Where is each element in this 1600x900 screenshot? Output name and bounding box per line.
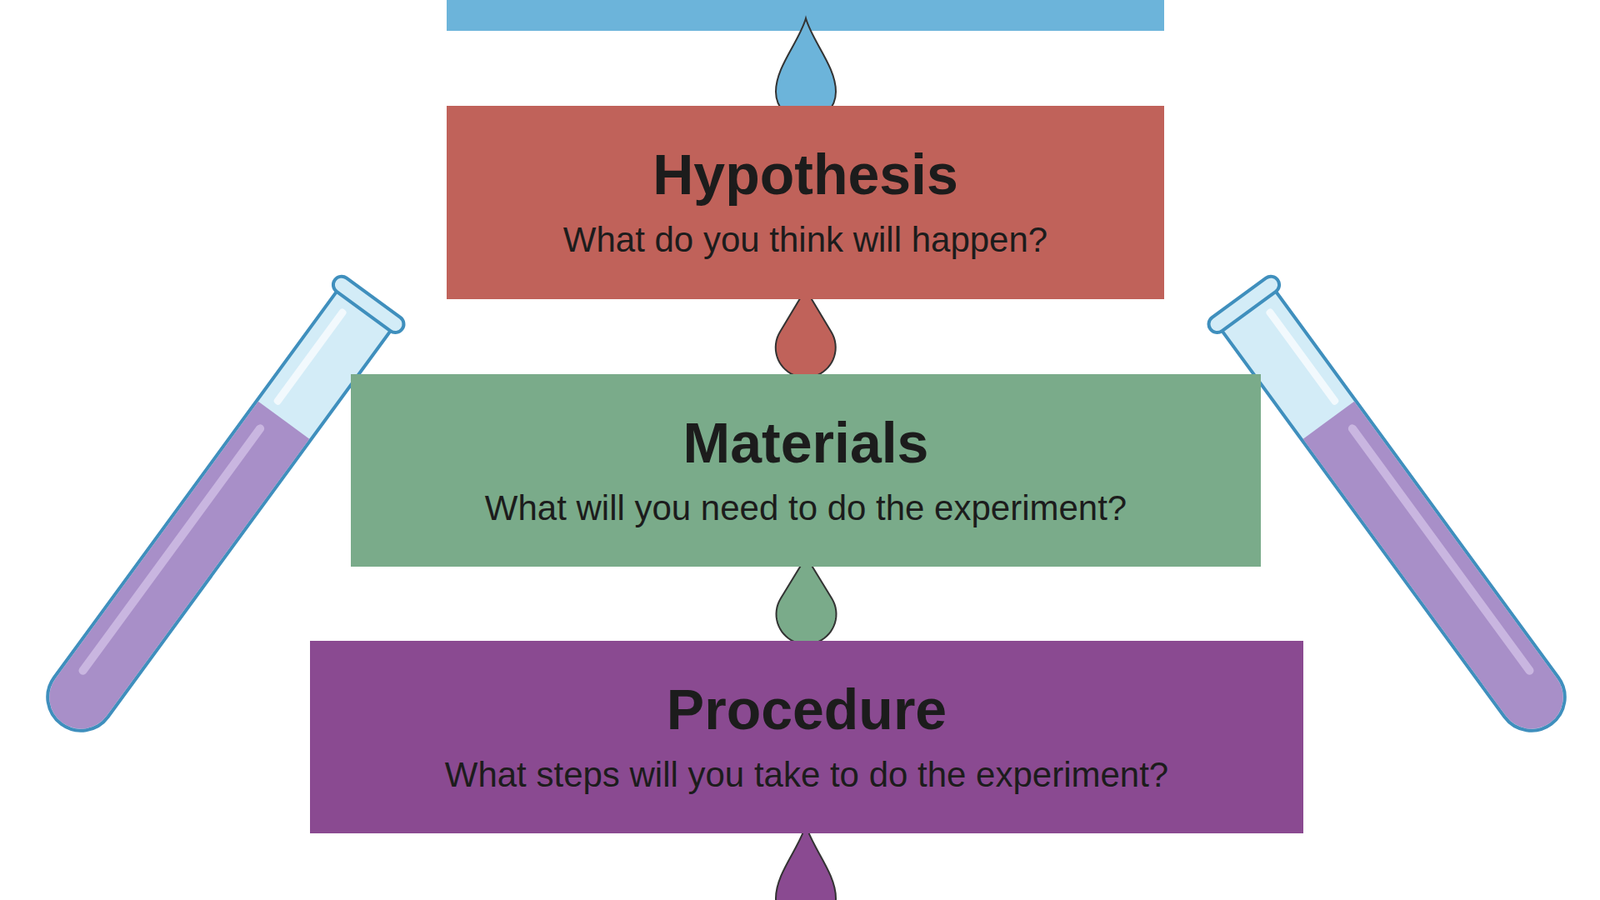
box-question: What steps will you take to do the exper… [445,754,1169,796]
box-heading: Hypothesis [652,143,959,206]
drop-connector [775,289,836,378]
box-heading: Materials [683,411,930,475]
hypothesis-box: HypothesisWhat do you think will happen? [446,105,1165,300]
materials-box: MaterialsWhat will you need to do the ex… [350,374,1261,567]
procedure-box: ProcedureWhat steps will you take to do … [310,640,1304,834]
box-question: What do you think will happen? [563,219,1048,261]
box-heading: Procedure [666,678,947,741]
drop-connector [776,556,837,645]
box-question: What will you need to do the experiment? [485,487,1127,530]
drop [775,825,836,900]
